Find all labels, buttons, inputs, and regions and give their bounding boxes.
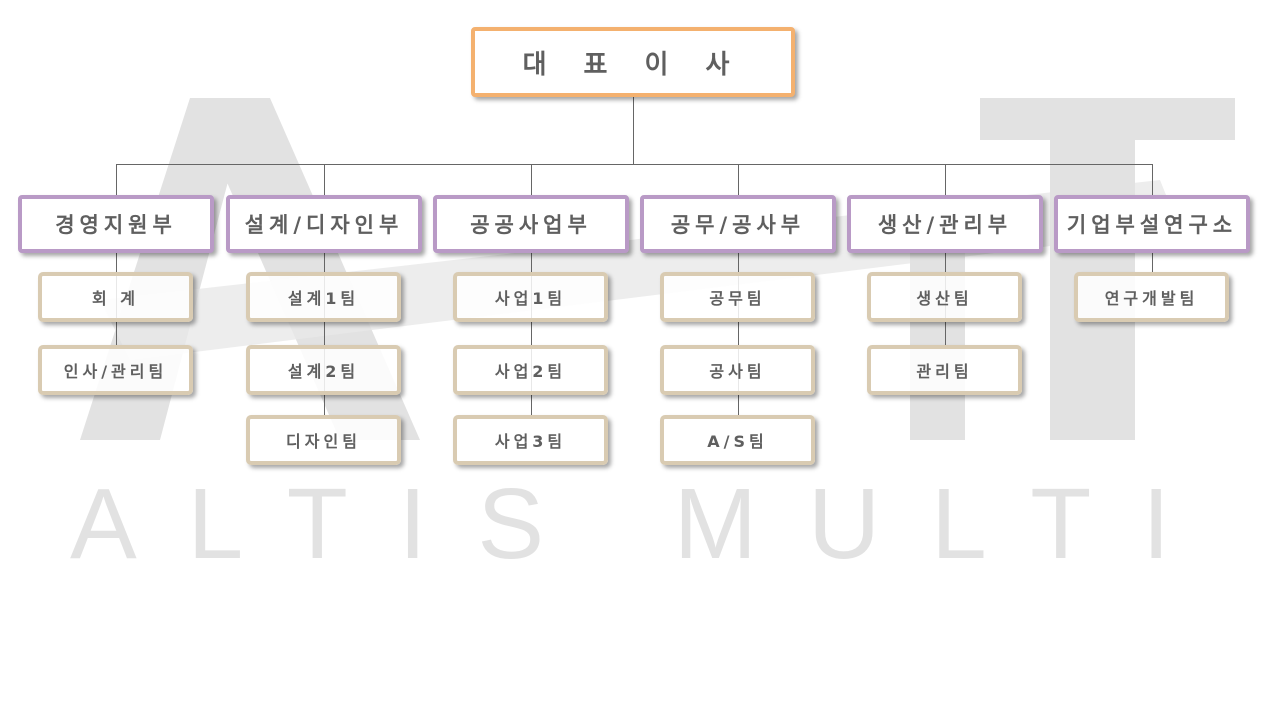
team-box[interactable]: 공사팀 [660, 345, 815, 395]
team-box[interactable]: 사업3팀 [453, 415, 608, 465]
watermark-text: ALTIS MULTI [70, 468, 1170, 580]
connector-dept [945, 164, 946, 195]
connector-teams [324, 253, 325, 415]
connector-dept [531, 164, 532, 195]
team-box[interactable]: 인사/관리팀 [38, 345, 193, 395]
logo-t-stem [1050, 98, 1135, 440]
team-box[interactable]: 설계2팀 [246, 345, 401, 395]
connector-dept [1152, 164, 1153, 195]
team-box[interactable]: 관리팀 [867, 345, 1022, 395]
department-box[interactable]: 공공사업부 [433, 195, 629, 253]
department-box[interactable]: 경영지원부 [18, 195, 214, 253]
department-box[interactable]: 생산/관리부 [847, 195, 1043, 253]
connector-teams [531, 253, 532, 415]
team-box[interactable]: A/S팀 [660, 415, 815, 465]
connector-ceo [633, 97, 634, 164]
connector-teams [1152, 253, 1153, 272]
team-box[interactable]: 디자인팀 [246, 415, 401, 465]
department-box[interactable]: 설계/디자인부 [226, 195, 422, 253]
ceo-box[interactable]: 대 표 이 사 [471, 27, 795, 97]
team-box[interactable]: 회 계 [38, 272, 193, 322]
department-box[interactable]: 기업부설연구소 [1054, 195, 1250, 253]
connector-dept [116, 164, 117, 195]
connector-dept [738, 164, 739, 195]
team-box[interactable]: 공무팀 [660, 272, 815, 322]
department-box[interactable]: 공무/공사부 [640, 195, 836, 253]
connector-dept [324, 164, 325, 195]
team-box[interactable]: 생산팀 [867, 272, 1022, 322]
team-box[interactable]: 사업2팀 [453, 345, 608, 395]
team-box[interactable]: 연구개발팀 [1074, 272, 1229, 322]
team-box[interactable]: 설계1팀 [246, 272, 401, 322]
team-box[interactable]: 사업1팀 [453, 272, 608, 322]
connector-horizontal [116, 164, 1153, 165]
connector-teams [738, 253, 739, 415]
